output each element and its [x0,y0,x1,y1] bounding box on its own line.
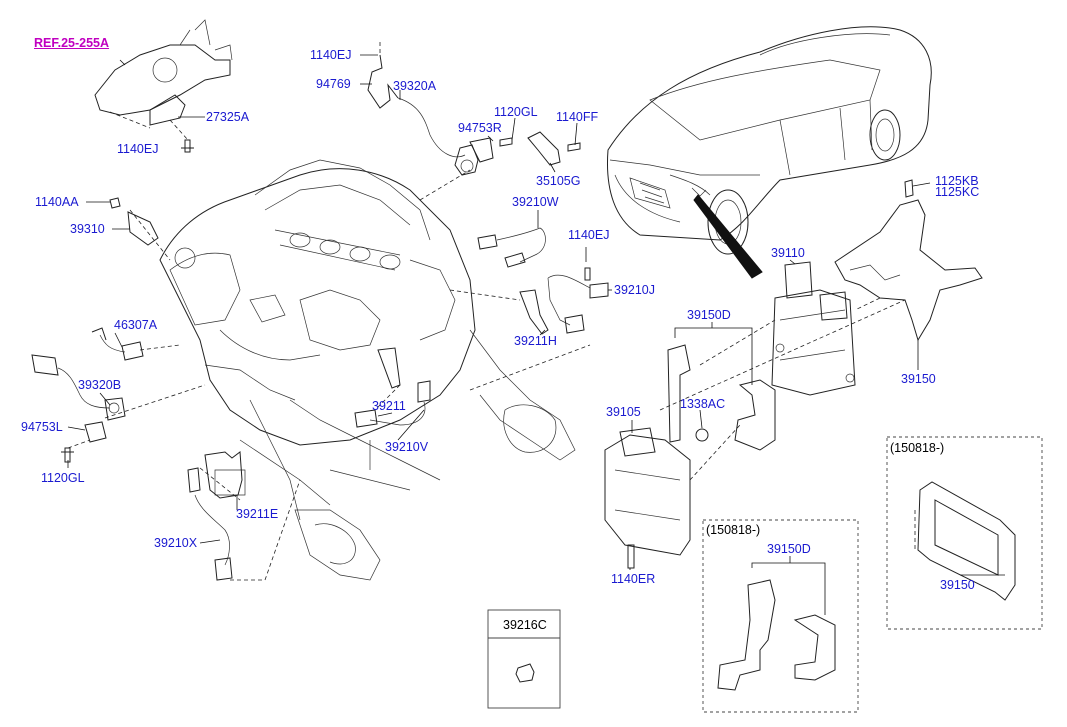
part-box-39216C [487,609,561,709]
connection-lines [67,42,916,581]
part-label-94769[interactable]: 94769 [316,77,351,91]
part-label-1140EJ-left[interactable]: 1140EJ [117,142,159,156]
part-label-39320A[interactable]: 39320A [393,79,437,93]
bolt-1140EJ-top [181,139,194,153]
bolt-1120GL-left [61,447,74,463]
sensor-39211 [354,347,431,428]
vehicle-illustration [607,26,932,279]
part-label-39210V[interactable]: 39210V [385,440,429,454]
part-label-35105G[interactable]: 35105G [536,174,581,188]
bracket-39211H [519,289,549,335]
ecu-bracket-39150 [834,179,983,342]
part-label-94753L[interactable]: 94753L [21,420,63,434]
bracket-35105G [527,131,561,166]
bolt-1120GL-top [499,137,513,147]
engine-illustration [159,159,576,581]
part-label-39150-variant[interactable]: 39150 [940,578,975,592]
ecu-39105 [604,427,691,569]
water-outlet-assembly [94,19,233,126]
variant-box-b [886,436,1043,630]
bracket-39211E [187,451,243,499]
sensor-39310 [109,197,159,246]
part-label-1120GL-top[interactable]: 1120GL [494,105,538,119]
grommet-39216C [515,663,535,683]
part-label-1140ER[interactable]: 1140ER [611,572,656,586]
harness-bracket-39150D [667,344,776,451]
sensor-39210J [547,267,609,334]
part-label-27325A[interactable]: 27325A [206,110,250,124]
sensor-46307A [91,327,144,361]
part-label-39211[interactable]: 39211 [372,399,406,413]
part-label-1120GL-left[interactable]: 1120GL [41,471,85,485]
part-label-1125KB[interactable]: 1125KB [935,174,979,188]
part-label-1140FF[interactable]: 1140FF [556,110,599,124]
harness-bracket-39150D-variant [717,579,836,691]
sensor-39210X [194,494,233,581]
part-label-39150[interactable]: 39150 [901,372,936,386]
part-label-39211H[interactable]: 39211H [514,334,557,348]
part-label-1125KC[interactable]: 1125KC [935,185,980,199]
bolt-1140FF [567,142,581,152]
bracket-94753R [469,137,494,163]
part-label-1140EJ-top[interactable]: 1140EJ [310,48,352,62]
part-label-39210J[interactable]: 39210J [614,283,656,297]
leader-lines [67,54,1005,615]
part-label-1140AA[interactable]: 1140AA [35,195,79,209]
part-label-39211E[interactable]: 39211E [236,507,279,521]
ref-label-25-255A[interactable]: REF.25-255A [34,36,110,50]
part-label-39210X[interactable]: 39210X [154,536,198,550]
part-label-39320B[interactable]: 39320B [78,378,122,392]
part-label-39150D-variant[interactable]: 39150D [767,542,811,556]
sensor-39210W [477,227,546,268]
part-label-94753R[interactable]: 94753R [458,121,502,135]
part-label-1140EJ-right[interactable]: 1140EJ [568,228,610,242]
sensor-39320B [31,354,126,421]
part-label-1338AC[interactable]: 1338AC [680,397,726,411]
part-box-title-39216C: 39216C [503,618,547,632]
part-label-39110[interactable]: 39110 [771,246,805,260]
sensor-39320A [367,54,479,176]
part-label-39150D[interactable]: 39150D [687,308,731,322]
part-label-39210W[interactable]: 39210W [512,195,559,209]
part-label-46307A[interactable]: 46307A [114,318,158,332]
variant-date-a: (150818-) [706,523,761,537]
bracket-94753L [84,421,107,443]
part-label-39310[interactable]: 39310 [70,222,105,236]
variant-date-b: (150818-) [890,441,945,455]
ecu-39110 [771,261,856,396]
part-label-39105[interactable]: 39105 [606,405,641,419]
